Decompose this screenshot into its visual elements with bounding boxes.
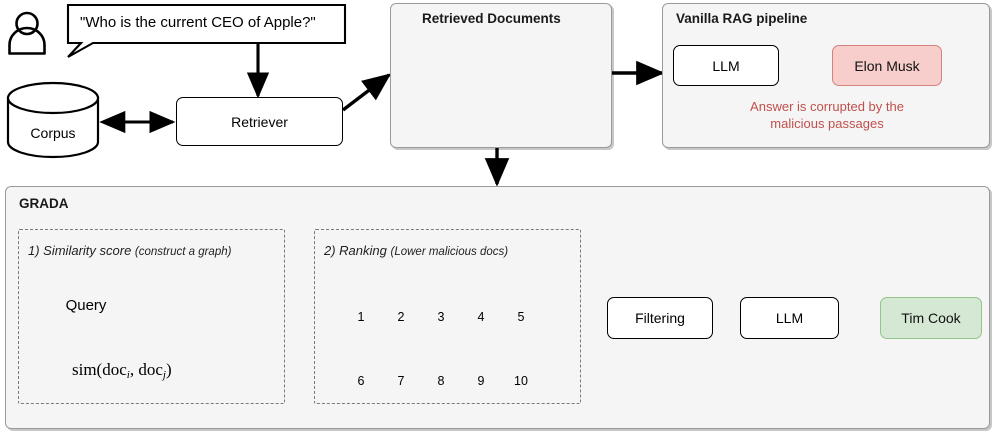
rank-number-2: 2 — [397, 310, 405, 324]
step1-name: Similarity score — [43, 243, 132, 258]
corruption-note-line2: malicious passages — [770, 116, 884, 131]
rank-number-3: 3 — [437, 310, 445, 324]
formula-prefix: sim(doc — [72, 360, 127, 379]
tim-cook-answer-box[interactable]: Tim Cook — [880, 297, 982, 339]
retriever-label: Retriever — [231, 113, 288, 130]
arrow-retriever-to-docs — [341, 73, 392, 112]
filtering-label: Filtering — [635, 310, 685, 326]
retriever-box[interactable]: Retriever — [176, 97, 343, 146]
filtering-box[interactable]: Filtering — [607, 297, 713, 339]
corruption-note-line1: Answer is corrupted by the — [750, 99, 904, 114]
question-bubble — [66, 3, 347, 58]
rank-number-1: 1 — [357, 310, 365, 324]
retrieved-documents-title: Retrieved Documents — [422, 11, 561, 26]
step1-index: 1) — [28, 243, 44, 258]
step2-title: 2) Ranking (Lower malicious docs) — [324, 243, 508, 258]
elon-musk-answer-box[interactable]: Elon Musk — [832, 45, 942, 86]
retrieved-documents-panel — [390, 3, 612, 148]
tim-cook-label: Tim Cook — [901, 310, 961, 326]
step2-dashed-box — [314, 229, 581, 404]
formula-mid: , doc — [129, 360, 163, 379]
step2-index: 2) — [324, 243, 340, 258]
step2-hint: (Lower malicious docs) — [390, 246, 509, 258]
rank-number-4: 4 — [477, 310, 485, 324]
corruption-note: Answer is corrupted by the malicious pas… — [672, 98, 982, 132]
grada-llm-label: LLM — [775, 310, 804, 326]
step1-dashed-box — [18, 229, 285, 404]
rank-number-10: 10 — [514, 374, 528, 388]
rank-number-9: 9 — [477, 374, 485, 388]
vanilla-rag-title: Vanilla RAG pipeline — [676, 11, 808, 26]
formula-i: i — [126, 369, 130, 381]
rank-number-5: 5 — [517, 310, 525, 324]
similarity-formula: sim(doci, docj) — [72, 360, 172, 381]
vanilla-llm-box[interactable]: LLM — [673, 45, 779, 86]
query-label: Query — [65, 296, 107, 314]
vanilla-llm-label: LLM — [712, 57, 740, 74]
step1-hint: (construct a graph) — [134, 246, 232, 258]
grada-llm-box[interactable]: LLM — [740, 297, 839, 339]
person-icon — [8, 11, 46, 55]
step2-name: Ranking — [339, 243, 387, 258]
grada-title: GRADA — [19, 196, 69, 211]
question-text: "Who is the current CEO of Apple?" — [80, 14, 316, 31]
rank-number-7: 7 — [397, 374, 405, 388]
formula-j: j — [162, 369, 166, 381]
formula-suffix: ) — [165, 360, 172, 379]
corpus-label: Corpus — [30, 125, 76, 141]
step1-title: 1) Similarity score (construct a graph) — [28, 243, 231, 258]
rank-number-6: 6 — [357, 374, 365, 388]
corpus-cylinder — [6, 81, 100, 159]
elon-musk-label: Elon Musk — [854, 57, 920, 74]
rank-number-8: 8 — [437, 374, 445, 388]
